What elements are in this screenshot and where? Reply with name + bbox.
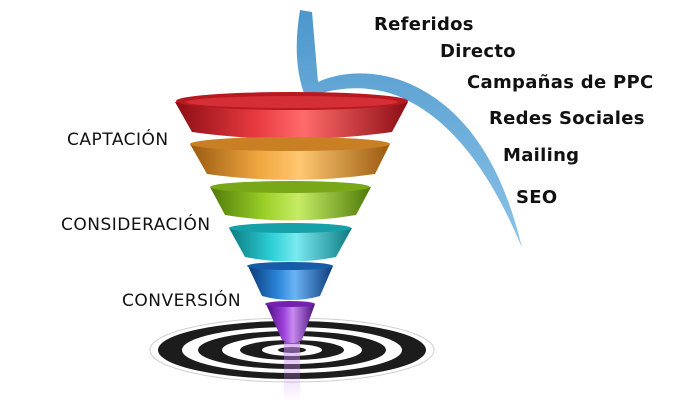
stage-label-conversion: CONVERSIÓN [122, 291, 242, 311]
target-icon [149, 317, 435, 402]
funnel-layer-purple [265, 301, 315, 343]
funnel-layer-orange [190, 137, 390, 180]
source-label-seo: SEO [516, 187, 558, 208]
source-label-referidos: Referidos [374, 14, 474, 35]
source-label-ppc: Campañas de PPC [467, 72, 654, 93]
stage-label-consideracion: CONSIDERACIÓN [61, 215, 211, 235]
funnel-layer-red [175, 92, 408, 139]
source-label-redes-sociales: Redes Sociales [489, 108, 645, 129]
source-label-directo: Directo [440, 41, 516, 62]
funnel-layer-blue [247, 262, 333, 300]
stage-label-captacion: CAPTACIÓN [67, 130, 169, 150]
source-label-mailing: Mailing [503, 145, 580, 166]
funnel-layer-cyan [229, 223, 352, 262]
funnel-layer-green [210, 181, 371, 221]
